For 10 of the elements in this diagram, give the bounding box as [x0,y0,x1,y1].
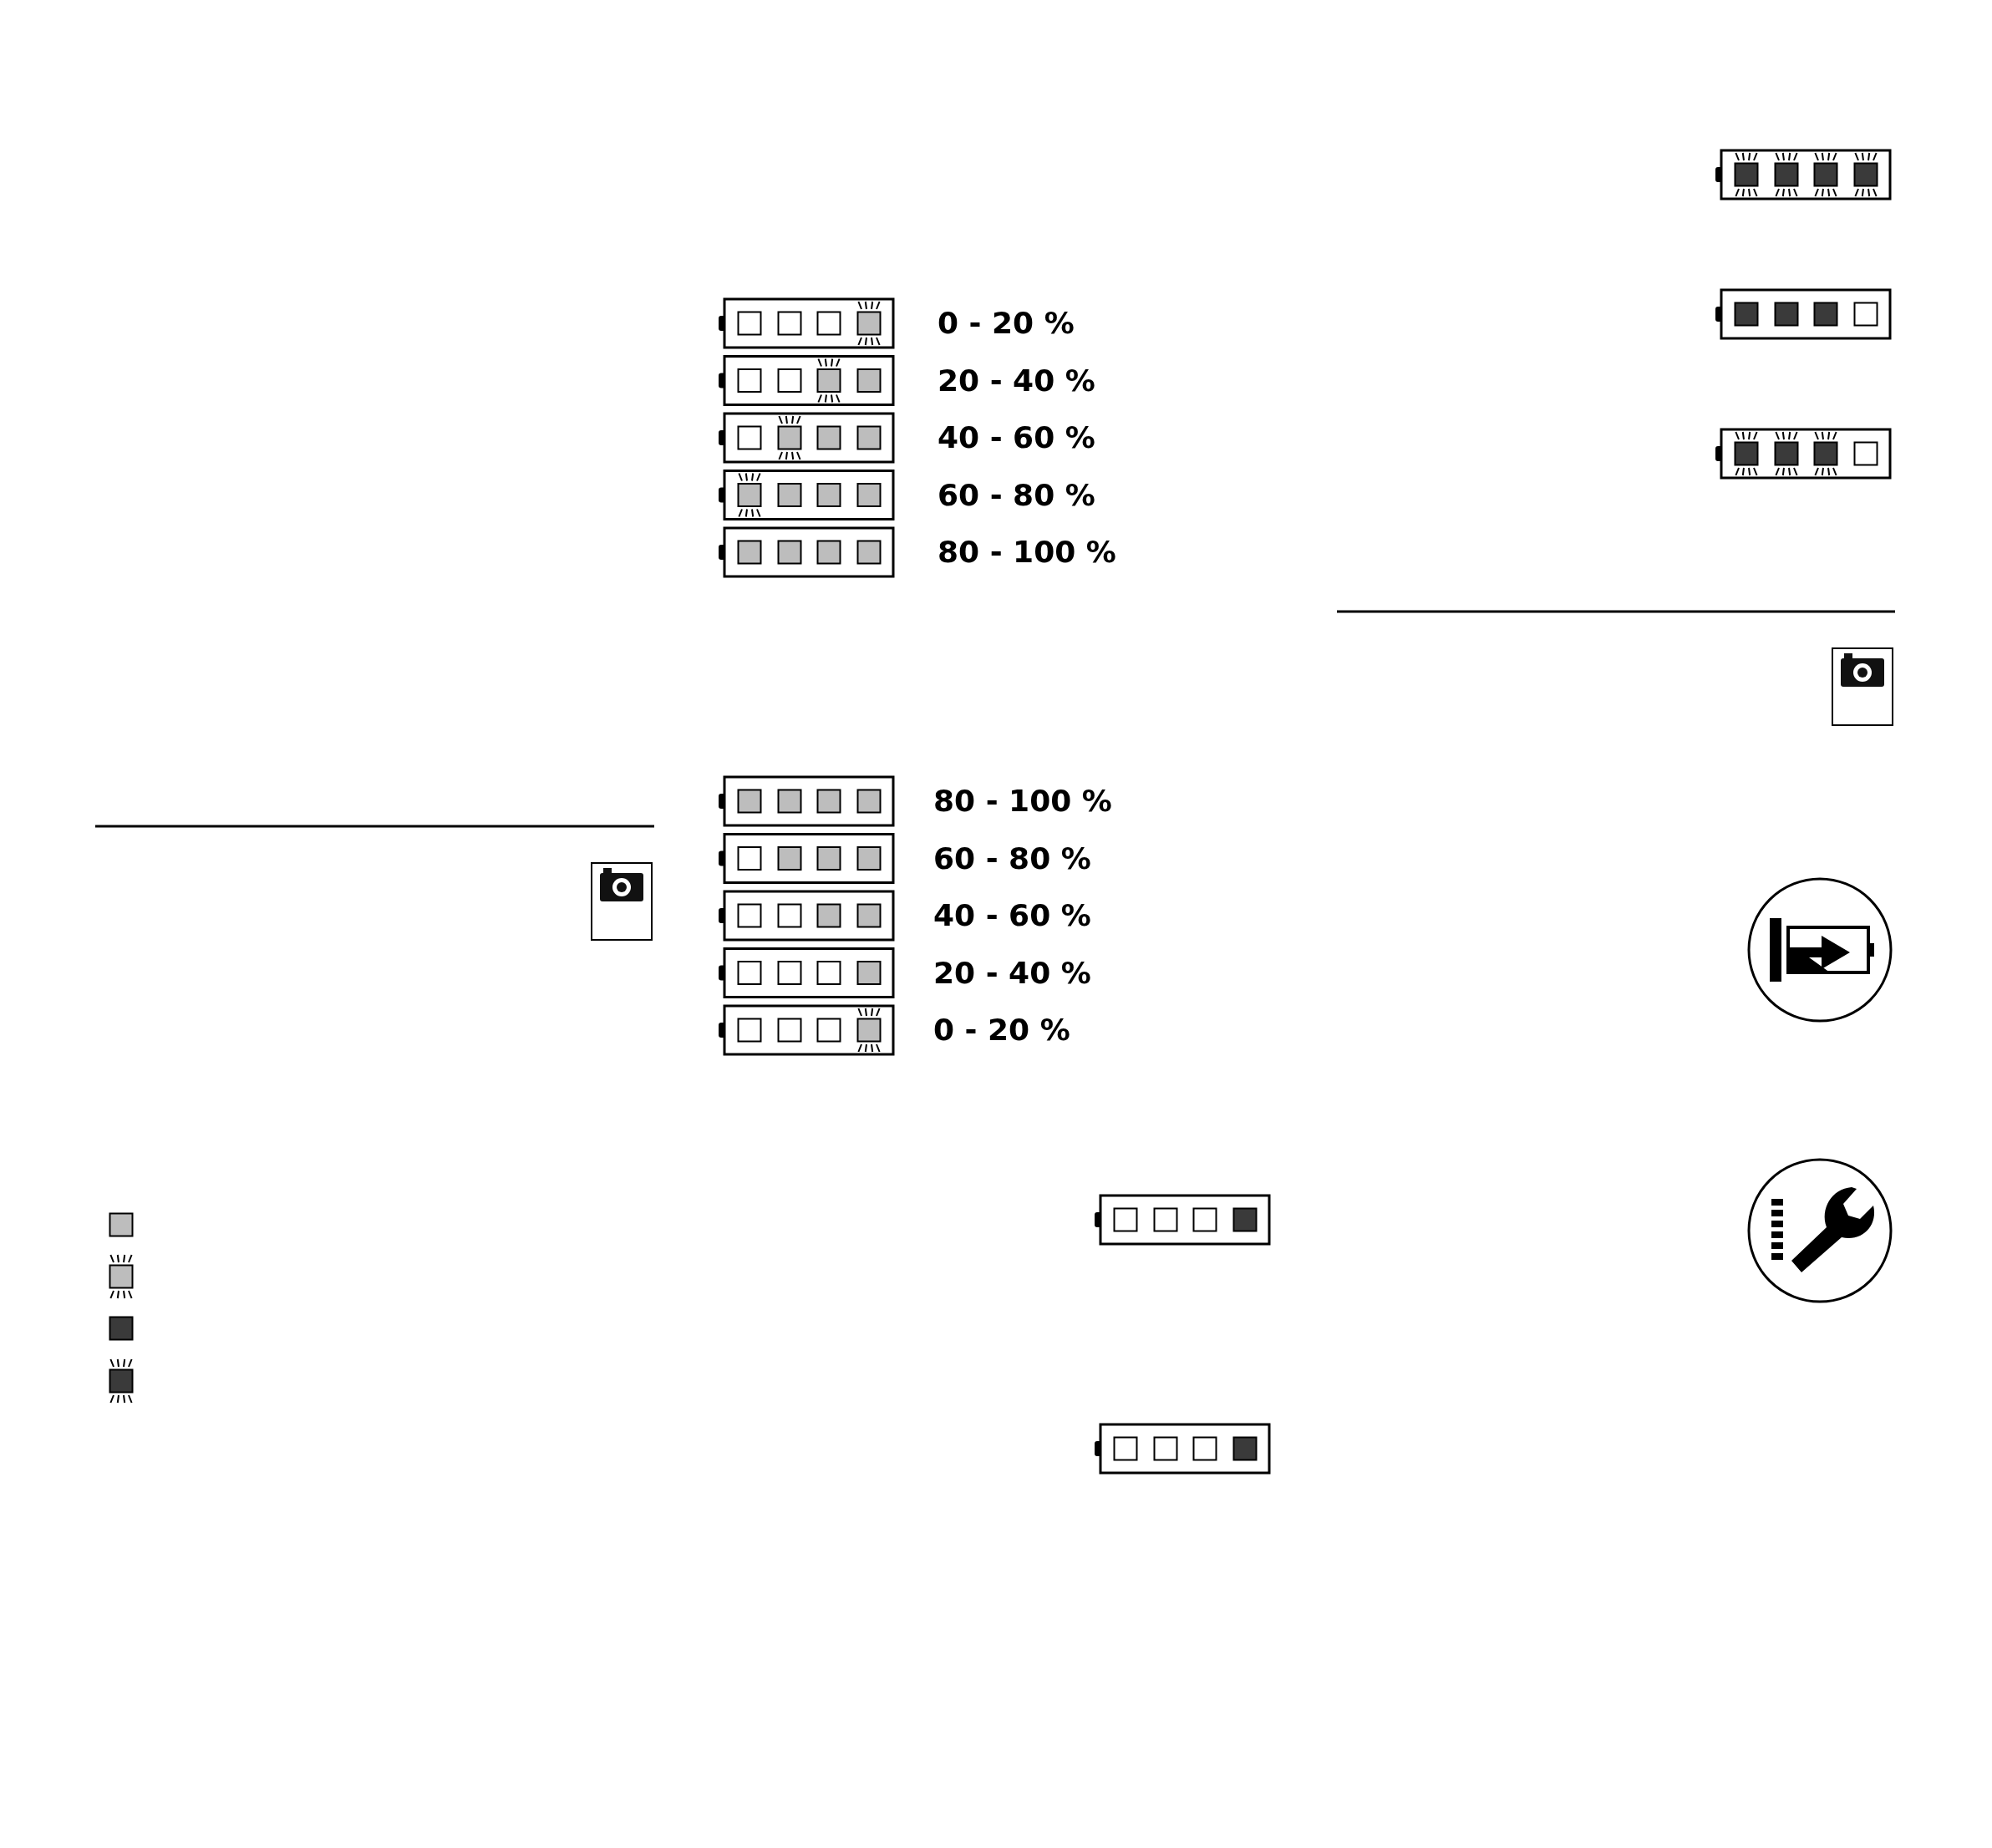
charge-range-label: 20 - 40 % [933,956,1091,990]
charge-range-label: 40 - 60 % [938,421,1095,454]
charge-range-label: 80 - 100 % [933,784,1112,818]
charge-range-label: 40 - 60 % [933,899,1091,932]
charge-range-label: 20 - 40 % [938,363,1095,398]
charge-range-label: 60 - 80 % [938,478,1095,512]
charge-range-label: 60 - 80 % [933,841,1091,876]
charge-range-label: 80 - 100 % [938,536,1116,569]
charge-range-label: 0 - 20 % [933,1013,1070,1047]
charge-range-label: 0 - 20 % [938,307,1075,340]
